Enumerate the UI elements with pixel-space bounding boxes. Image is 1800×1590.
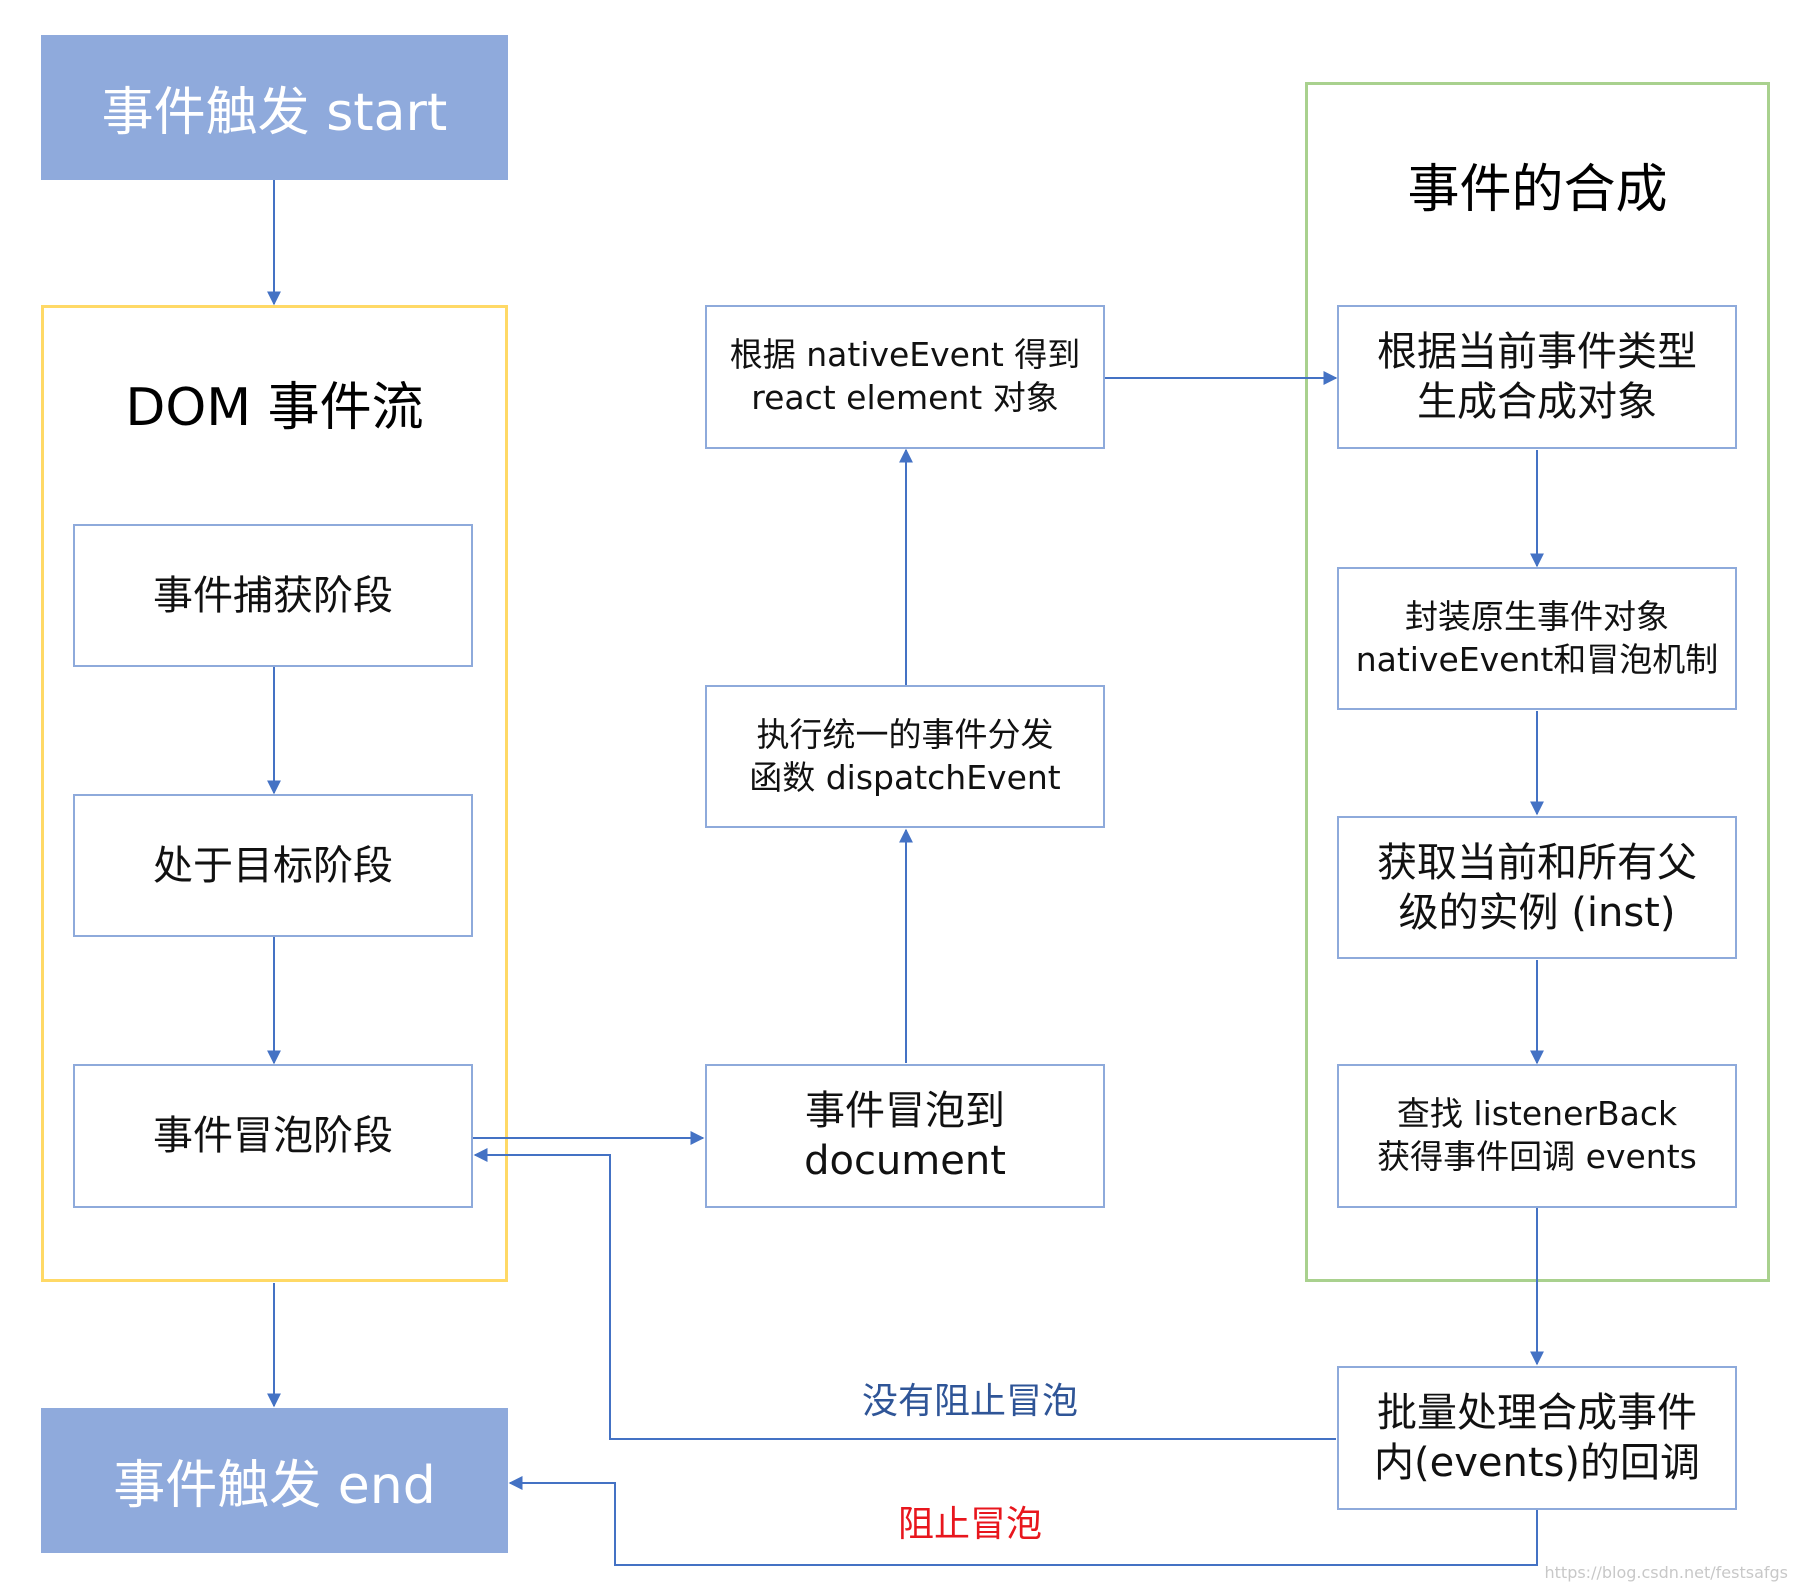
capture-phase-node: 事件捕获阶段	[73, 524, 473, 667]
arrow-stopped-to-end	[508, 1476, 1538, 1566]
native-event-line2: react element 对象	[751, 378, 1059, 417]
event-synthesis-title: 事件的合成	[1407, 160, 1668, 220]
dom-event-flow-title: DOM 事件流	[125, 378, 424, 438]
find-listener-line1: 查找 listenerBack	[1396, 1094, 1678, 1134]
start-terminal: 事件触发 start	[41, 35, 508, 180]
bubble-to-document-node: 事件冒泡到 document	[705, 1064, 1105, 1208]
batch-callbacks-line2: 内(events)的回调	[1374, 1440, 1700, 1486]
collect-instances-node: 获取当前和所有父 级的实例 (inst)	[1337, 816, 1737, 959]
not-stopped-label: 没有阻止冒泡	[861, 1381, 1078, 1422]
dispatch-event-line2: 函数 dispatchEvent	[749, 757, 1061, 797]
target-phase-node: 处于目标阶段	[73, 794, 473, 937]
create-synthetic-object-line1: 根据当前事件类型	[1377, 329, 1697, 375]
batch-callbacks-line1: 批量处理合成事件	[1377, 1390, 1697, 1436]
wrap-native-event-line2: nativeEvent和冒泡机制	[1355, 639, 1719, 679]
collect-instances-line2: 级的实例 (inst)	[1398, 889, 1676, 936]
native-event-node: 根据 nativeEvent 得到 react element 对象	[705, 305, 1105, 449]
stopped-label: 阻止冒泡	[897, 1504, 1042, 1545]
wrap-native-event-node: 封装原生事件对象 nativeEvent和冒泡机制	[1337, 567, 1737, 710]
bubble-to-document-line1: 事件冒泡到	[805, 1088, 1005, 1134]
start-label: 事件触发 start	[101, 83, 448, 143]
dom-event-flow-group	[41, 305, 508, 1282]
dispatch-event-node: 执行统一的事件分发 函数 dispatchEvent	[705, 685, 1105, 828]
end-terminal: 事件触发 end	[41, 1408, 508, 1553]
target-phase-label: 处于目标阶段	[153, 842, 393, 889]
batch-callbacks-node: 批量处理合成事件 内(events)的回调	[1337, 1366, 1737, 1510]
bubble-to-document-line2: document	[804, 1138, 1006, 1184]
find-listener-line2: 获得事件回调 events	[1377, 1137, 1697, 1176]
end-label: 事件触发 end	[113, 1456, 436, 1516]
create-synthetic-object-line2: 生成合成对象	[1417, 379, 1657, 425]
wrap-native-event-line1: 封装原生事件对象	[1405, 596, 1669, 636]
bubble-phase-label: 事件冒泡阶段	[153, 1113, 393, 1159]
native-event-line1: 根据 nativeEvent 得到	[729, 335, 1081, 375]
capture-phase-label: 事件捕获阶段	[153, 572, 393, 619]
bubble-phase-node: 事件冒泡阶段	[73, 1064, 473, 1208]
dispatch-event-line1: 执行统一的事件分发	[756, 714, 1054, 754]
find-listener-node: 查找 listenerBack 获得事件回调 events	[1337, 1064, 1737, 1208]
arrow-not-stopped-to-bubble	[473, 1148, 1336, 1440]
create-synthetic-object-node: 根据当前事件类型 生成合成对象	[1337, 305, 1737, 449]
watermark: https://blog.csdn.net/festsafgs	[1544, 1563, 1789, 1582]
collect-instances-line1: 获取当前和所有父	[1377, 839, 1697, 886]
